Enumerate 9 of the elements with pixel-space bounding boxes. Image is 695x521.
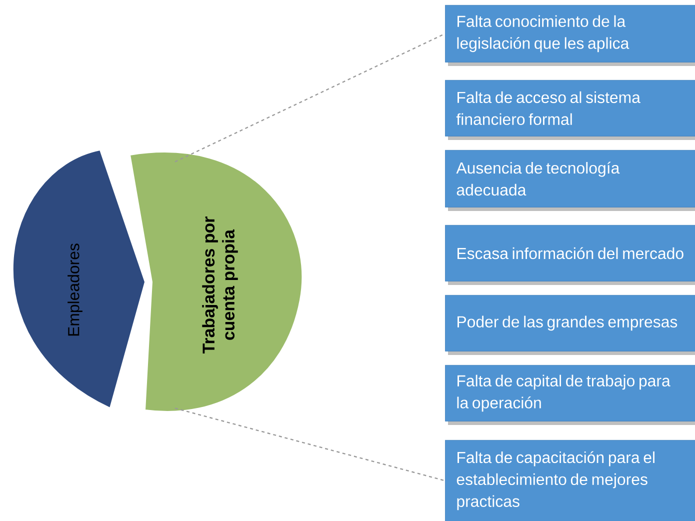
- text-box: Falta conocimiento de la legislación que les aplica: [445, 5, 695, 66]
- text-box: Falta de capacitación para el establecimiento de mejores practicas: [445, 440, 695, 521]
- text-box: Ausencia de tecnología adecuada: [445, 150, 695, 211]
- leader-line: [174, 33, 446, 162]
- text-box: Falta de acceso al sistema financiero formal: [445, 80, 695, 140]
- text-box: Poder de las grandes empresas: [445, 295, 695, 355]
- text-box: Escasa información del mercado: [445, 225, 695, 285]
- text-box: Falta de capital de trabajo para la operación: [445, 365, 695, 425]
- leader-line: [174, 408, 446, 482]
